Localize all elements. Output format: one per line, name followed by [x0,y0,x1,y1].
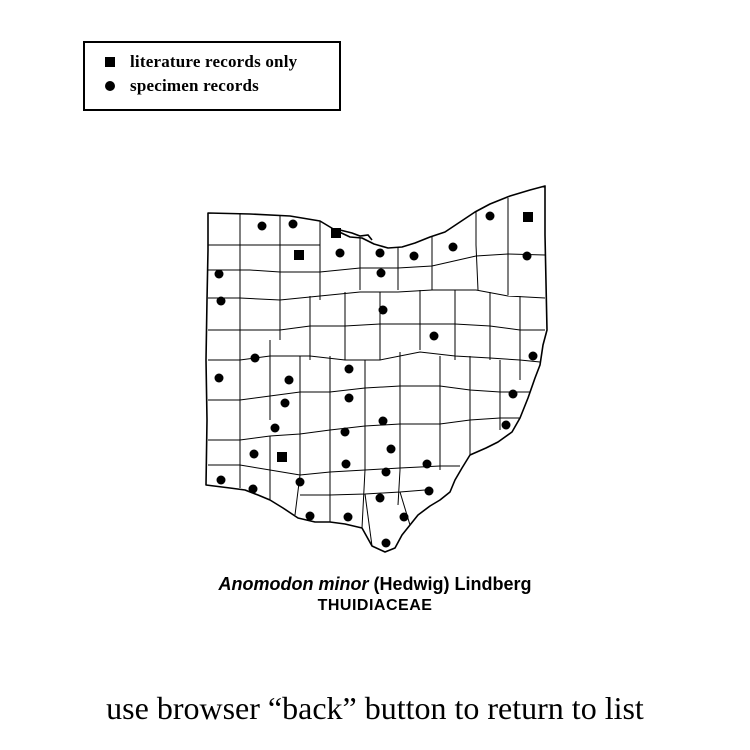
specimen-record-dot [485,211,495,221]
specimen-record-dot [386,444,396,454]
specimen-record-dot [528,351,538,361]
dot-marker-icon [105,81,115,91]
species-author: (Hedwig) Lindberg [373,574,532,594]
literature-record-square [294,250,304,260]
specimen-record-dot [257,221,267,231]
specimen-record-dot [280,398,290,408]
lake-erie-shoreline [339,229,373,241]
square-marker-icon [105,57,115,67]
legend-literature-label: literature records only [130,52,298,71]
back-navigation-hint: use browser “back” button to return to l… [106,690,644,726]
specimen-record-dot [249,449,259,459]
legend-specimen-label: specimen records [130,76,259,95]
specimen-record-dot [284,375,294,385]
specimen-record-dot [375,248,385,258]
specimen-record-dot [214,373,224,383]
species-name: Anomodon minor [218,574,369,594]
specimen-record-dot [376,268,386,278]
specimen-record-dot [448,242,458,252]
legend-literature-row: literature records only [105,52,297,72]
specimen-record-dot [501,420,511,430]
specimen-record-dot [381,467,391,477]
specimen-record-dot [214,269,224,279]
specimen-record-dot [250,353,260,363]
specimen-record-dot [424,486,434,496]
specimen-record-dot [248,484,258,494]
specimen-record-dot [522,251,532,261]
legend-specimen-row: specimen records [105,76,259,96]
family-name: THUIDIACEAE [317,597,433,614]
literature-record-square [277,452,287,462]
literature-record-markers [277,212,533,462]
specimen-record-dot [375,493,385,503]
specimen-record-dot [343,512,353,522]
species-caption: Anomodon minor (Hedwig) Lindberg [0,574,750,595]
specimen-record-dot [344,393,354,403]
literature-record-square [331,228,341,238]
specimen-record-dot [295,477,305,487]
specimen-record-dot [270,423,280,433]
specimen-record-dot [399,512,409,522]
specimen-record-dot [341,459,351,469]
specimen-record-dot [216,475,226,485]
specimen-record-dot [378,416,388,426]
specimen-record-dot [422,459,432,469]
specimen-record-dot [340,427,350,437]
specimen-record-markers [214,211,538,548]
ohio-state-outline [205,185,548,553]
specimen-record-dot [409,251,419,261]
specimen-record-dot [381,538,391,548]
literature-record-square [523,212,533,222]
county-boundaries [208,198,546,547]
specimen-record-dot [429,331,439,341]
specimen-record-dot [335,248,345,258]
specimen-record-dot [216,296,226,306]
specimen-record-dot [378,305,388,315]
specimen-record-dot [288,219,298,229]
map-legend: literature records only specimen records [83,41,341,111]
specimen-record-dot [305,511,315,521]
specimen-record-dot [508,389,518,399]
specimen-record-dot [344,364,354,374]
